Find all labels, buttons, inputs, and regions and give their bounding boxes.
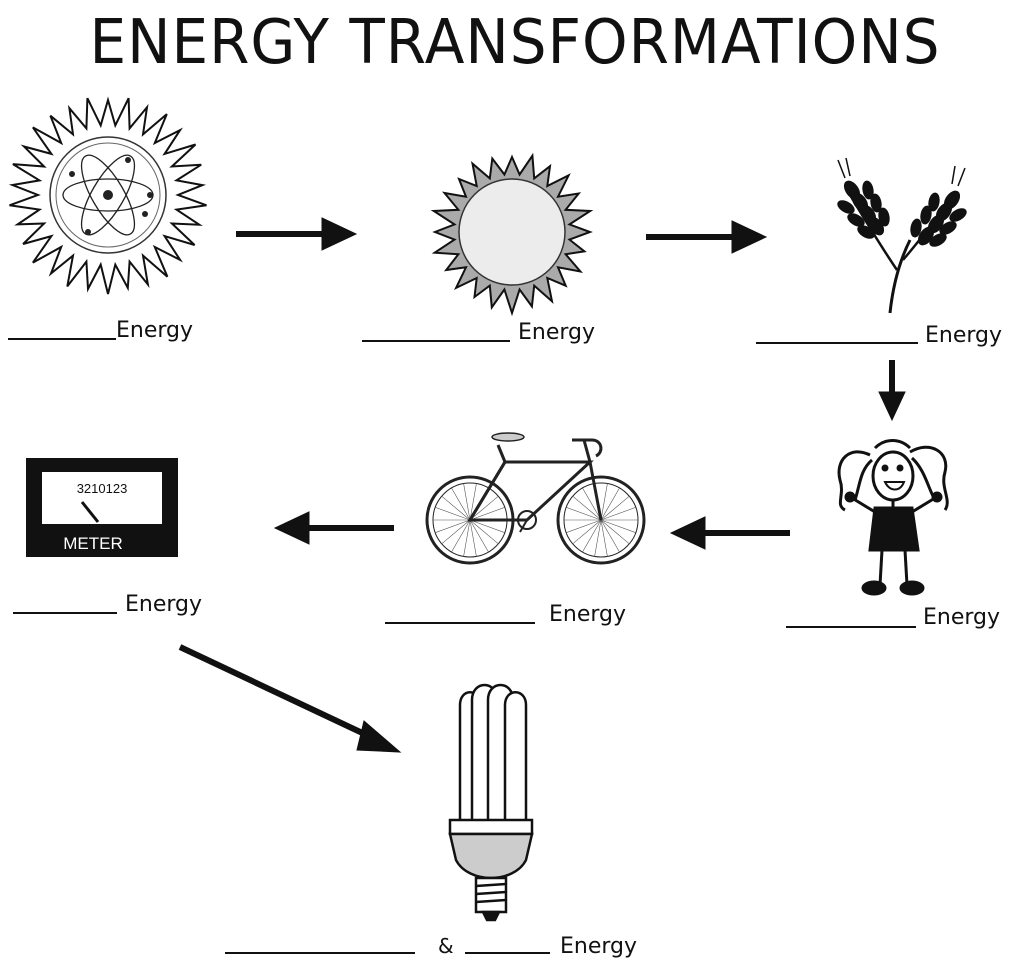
blank-sun[interactable]: [362, 340, 510, 342]
blank-bicycle[interactable]: [385, 622, 535, 624]
sun-icon: [430, 152, 594, 317]
blank-atom[interactable]: [8, 338, 116, 340]
label-plant-energy: Energy: [925, 323, 1003, 348]
bicycle-spoke: [451, 487, 471, 521]
bicycle-spoke: [582, 487, 602, 521]
bicycle-spoke: [566, 519, 602, 533]
arrow-plant-to-girl: [878, 360, 906, 422]
bicycle-spoke: [572, 519, 602, 545]
arrow-sun-to-plant: [646, 220, 768, 254]
flow-arrows: [178, 217, 906, 753]
blank-bulb-second[interactable]: [465, 952, 550, 954]
bicycle-spoke: [600, 519, 630, 545]
arrow-atom-to-sun: [236, 217, 358, 251]
bicycle-spoke: [463, 483, 471, 521]
blank-bulb-first[interactable]: [225, 952, 415, 954]
label-meter-energy: Energy: [125, 592, 203, 617]
bicycle-spoke: [600, 495, 630, 521]
bicycle-spoke: [469, 519, 505, 533]
bicycle-spoke: [582, 519, 602, 553]
ampersand: &: [438, 934, 454, 958]
blank-plant[interactable]: [756, 342, 918, 344]
bicycle-spoke: [600, 519, 620, 553]
bicycle-spoke: [441, 519, 471, 545]
label-bulb-energy: Energy: [560, 934, 638, 959]
arrow-bicycle-to-meter: [273, 511, 394, 545]
bicycle-spoke: [594, 519, 602, 557]
wheat-plant-icon: [837, 157, 967, 314]
bicycle-spoke: [441, 495, 471, 521]
bicycle-spoke: [600, 519, 608, 557]
meter-icon: [26, 458, 178, 557]
girl-icon: [837, 439, 949, 596]
bicycle-spoke: [600, 519, 636, 533]
bicycle-icon: [425, 432, 646, 565]
meter-scale: 3210123: [77, 481, 128, 496]
bicycle-spoke: [600, 507, 636, 521]
label-girl-energy: Energy: [923, 605, 1001, 630]
bicycle-spoke: [600, 487, 620, 521]
bicycle-spoke: [469, 483, 477, 521]
bicycle-spoke: [451, 519, 471, 553]
blank-girl[interactable]: [786, 626, 916, 628]
bicycle-spoke: [469, 519, 477, 557]
label-sun-energy: Energy: [518, 320, 596, 345]
bicycle-spoke: [572, 495, 602, 521]
bicycle-spoke: [469, 519, 489, 553]
bicycle-spoke: [435, 507, 471, 521]
diagram-title: ENERGY TRANSFORMATIONS: [89, 5, 941, 79]
bicycle-spoke: [566, 507, 602, 521]
atom-sun-icon: [8, 96, 207, 295]
bicycle-spoke: [463, 519, 471, 557]
arrow-girl-to-bicycle: [669, 516, 790, 550]
bicycle-spoke: [435, 519, 471, 533]
arrow-meter-to-bulb: [178, 644, 402, 753]
label-atom-energy: Energy: [116, 318, 194, 343]
bicycle-spoke: [469, 519, 499, 545]
bicycle-spoke: [469, 495, 499, 521]
light-bulb-icon: [448, 683, 534, 922]
blank-meter[interactable]: [13, 612, 117, 614]
bicycle-spoke: [600, 483, 608, 521]
meter-label: METER: [63, 534, 123, 553]
bicycle-spoke: [469, 507, 505, 521]
label-bicycle-energy: Energy: [549, 602, 627, 627]
